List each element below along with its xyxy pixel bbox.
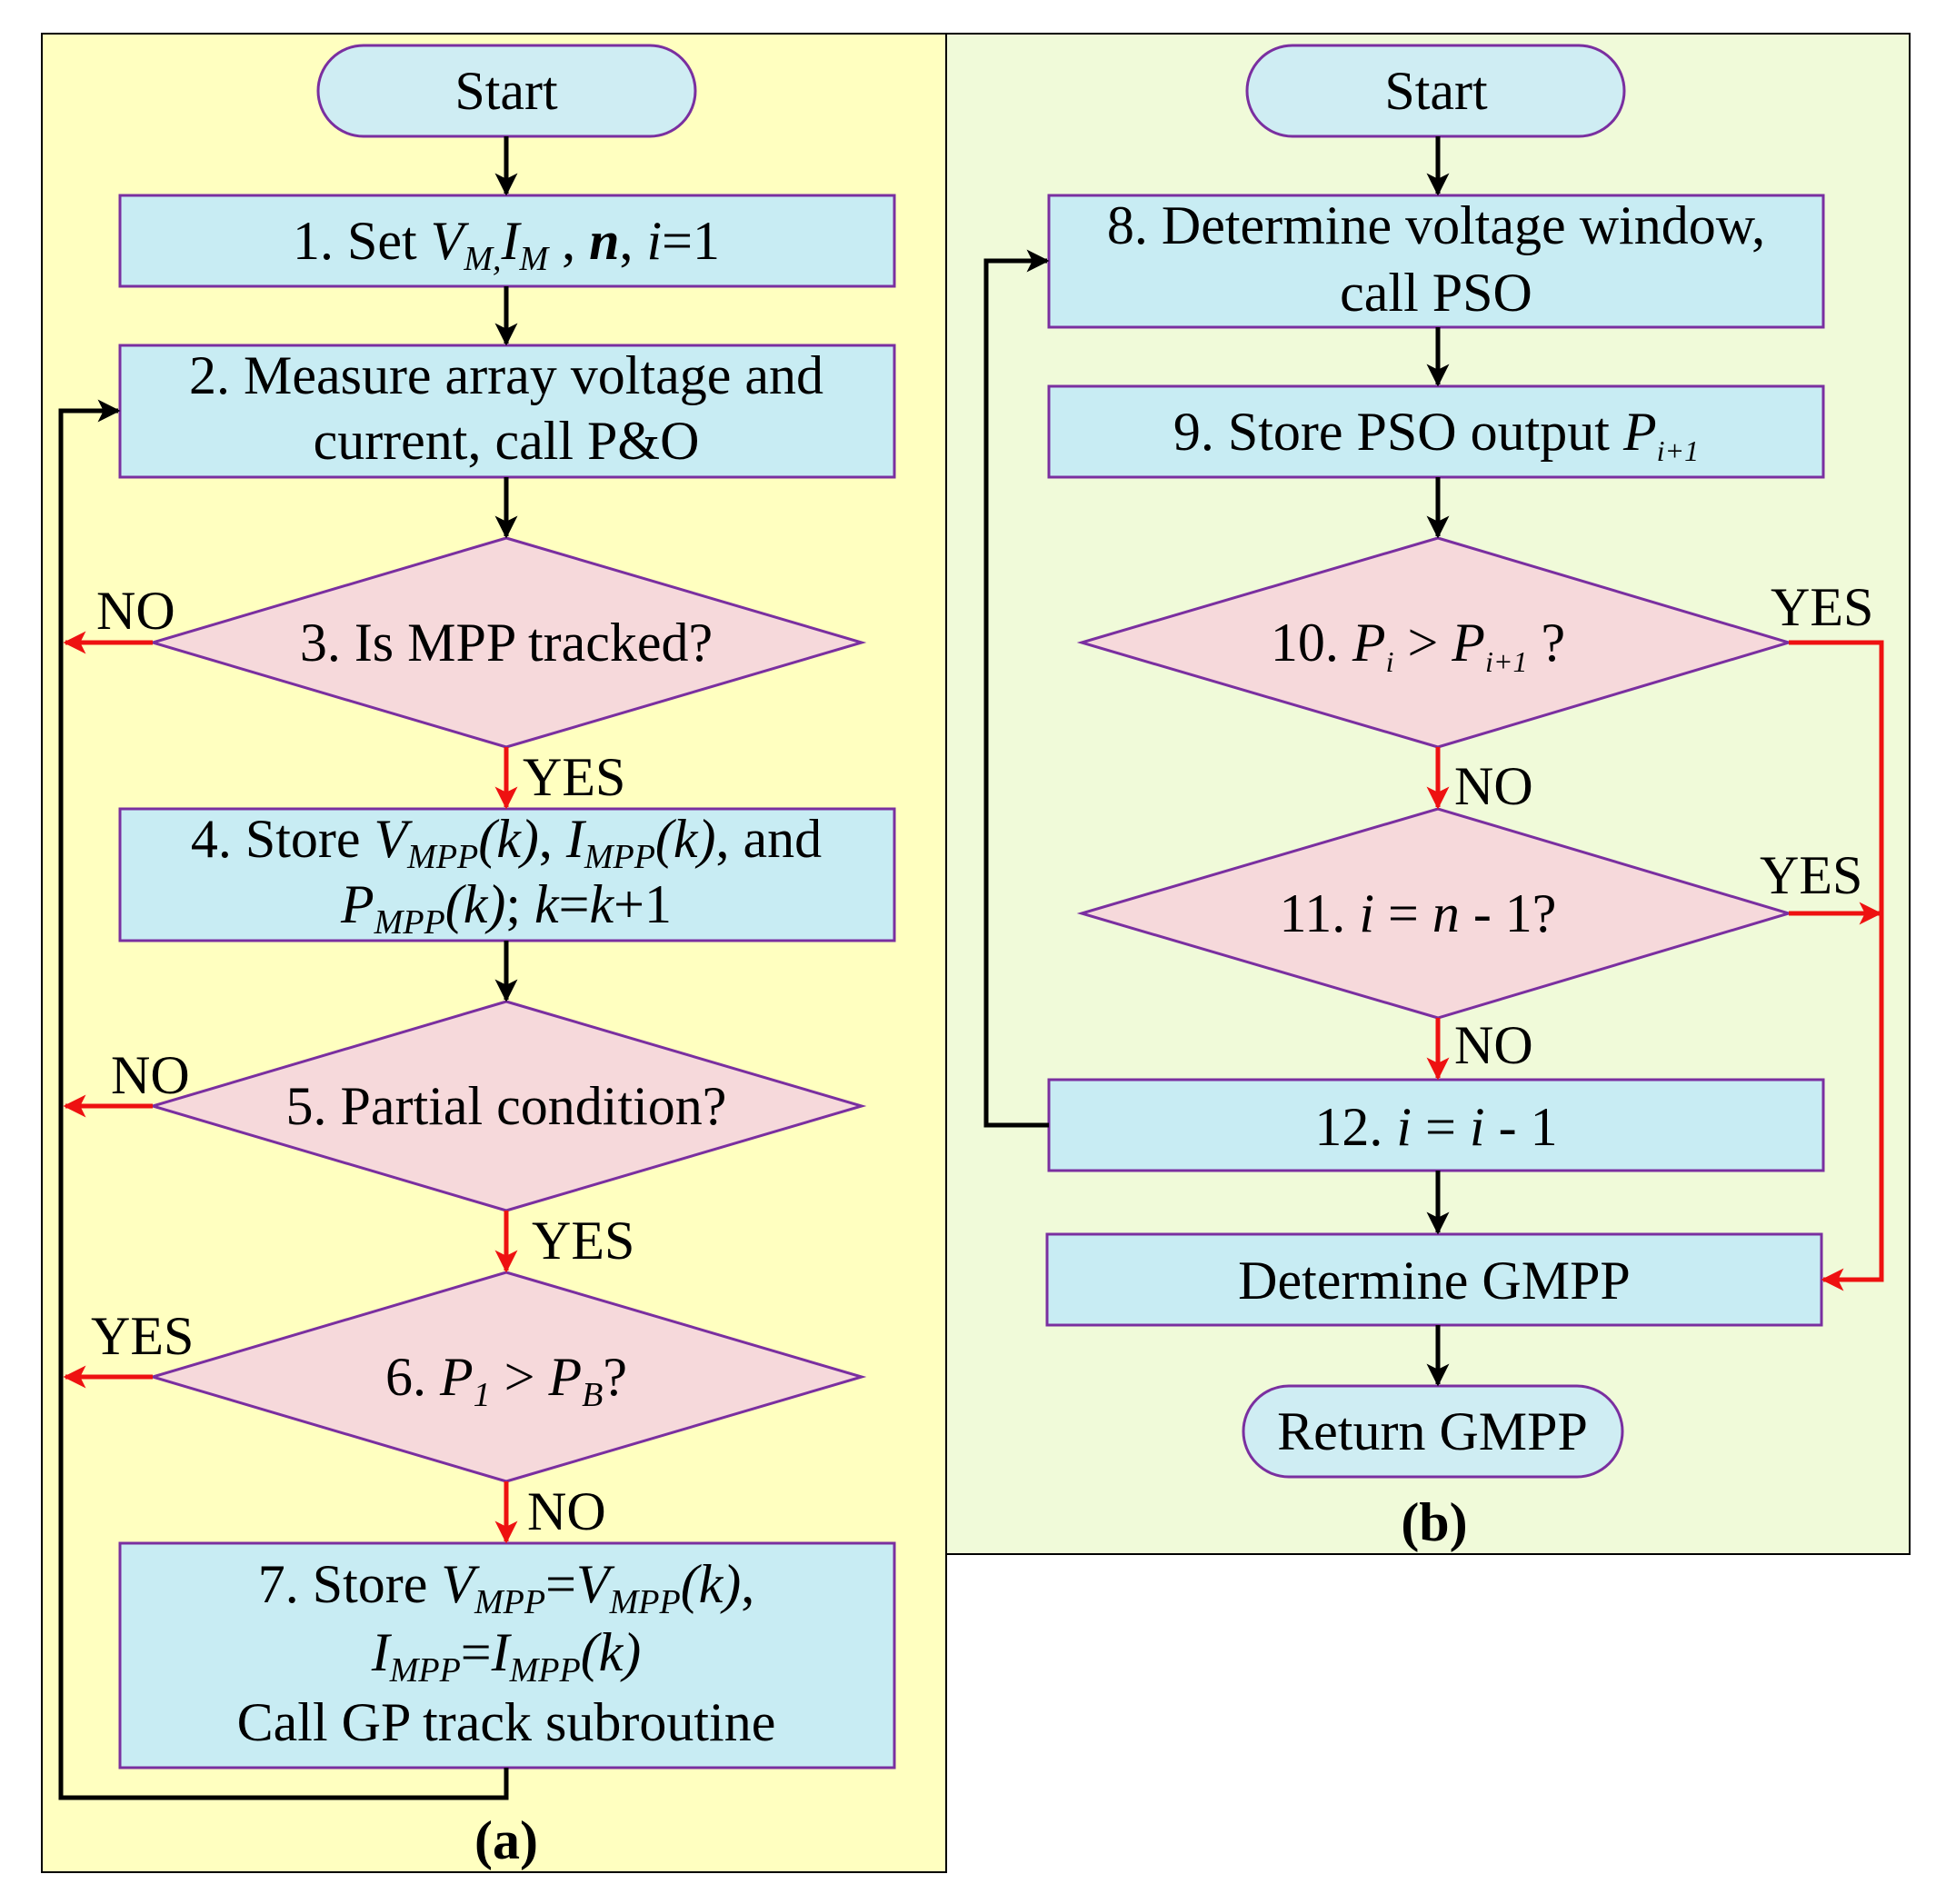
determine-gmpp-box — [1045, 1232, 1823, 1327]
decision-10-yes-label: YES — [1771, 577, 1873, 637]
decision-6-yes-label: YES — [91, 1306, 194, 1366]
decision-6-no-label: NO — [527, 1481, 606, 1541]
process-box-7 — [118, 1541, 896, 1769]
decision-10-label: 10. Pi > Pi+1 ? — [1271, 613, 1565, 678]
return-gmpp-label: Return GMPP — [1277, 1401, 1588, 1461]
panel-b-caption: (b) — [1401, 1492, 1467, 1552]
box-2-line-1: 2. Measure array voltage and — [189, 345, 823, 405]
box-7-line-3: Call GP track subroutine — [237, 1692, 776, 1752]
box-4-line-1: 4. Store VMPP(k), IMPP(k), and — [191, 809, 822, 876]
box-7-line-1: 7. Store VMPP=VMPP(k), — [258, 1554, 755, 1621]
process-box-9 — [1047, 384, 1825, 479]
box-4-line-2: PMPP(k); k=k+1 — [340, 874, 672, 942]
decision-11-label: 11. i = n - 1? — [1280, 883, 1557, 943]
box-8-line-2: call PSO — [1340, 263, 1532, 323]
decision-3-label: 3. Is MPP tracked? — [300, 613, 713, 673]
decision-10-no-label: NO — [1454, 756, 1533, 816]
start-label-a: Start — [454, 61, 558, 121]
box-1-label: 1. Set VM,IM , n, i=1 — [293, 211, 720, 278]
box-7-line-2: IMPP=IMPP(k) — [371, 1622, 642, 1690]
decision-3-yes-label: YES — [523, 747, 625, 807]
decision-3-no-label: NO — [96, 581, 175, 641]
decision-6-label: 6. P1 > PB? — [385, 1347, 627, 1414]
decision-5-yes-label: YES — [532, 1211, 634, 1271]
box-12-label: 12. i = i - 1 — [1314, 1097, 1557, 1157]
box-9-label: 9. Store PSO output Pi+1 — [1173, 402, 1699, 467]
process-box-1 — [118, 194, 896, 288]
loop-12-to-8 — [983, 249, 1050, 1128]
decision-11-no-label: NO — [1454, 1015, 1533, 1075]
arrow-10-yes-to-gmpp — [1789, 640, 1884, 1291]
process-box-8 — [1047, 194, 1825, 329]
determine-gmpp-label: Determine GMPP — [1238, 1251, 1631, 1311]
box-8-line-1: 8. Determine voltage window, — [1107, 195, 1765, 255]
box-2-line-2: current, call P&O — [314, 411, 700, 471]
decision-5-no-label: NO — [111, 1045, 190, 1105]
decision-5-label: 5. Partial condition? — [286, 1076, 727, 1136]
decision-11-yes-label: YES — [1760, 845, 1862, 905]
start-label-b: Start — [1384, 61, 1488, 121]
panel-a-caption: (a) — [474, 1810, 538, 1870]
loop-back-to-2 — [58, 399, 509, 1800]
